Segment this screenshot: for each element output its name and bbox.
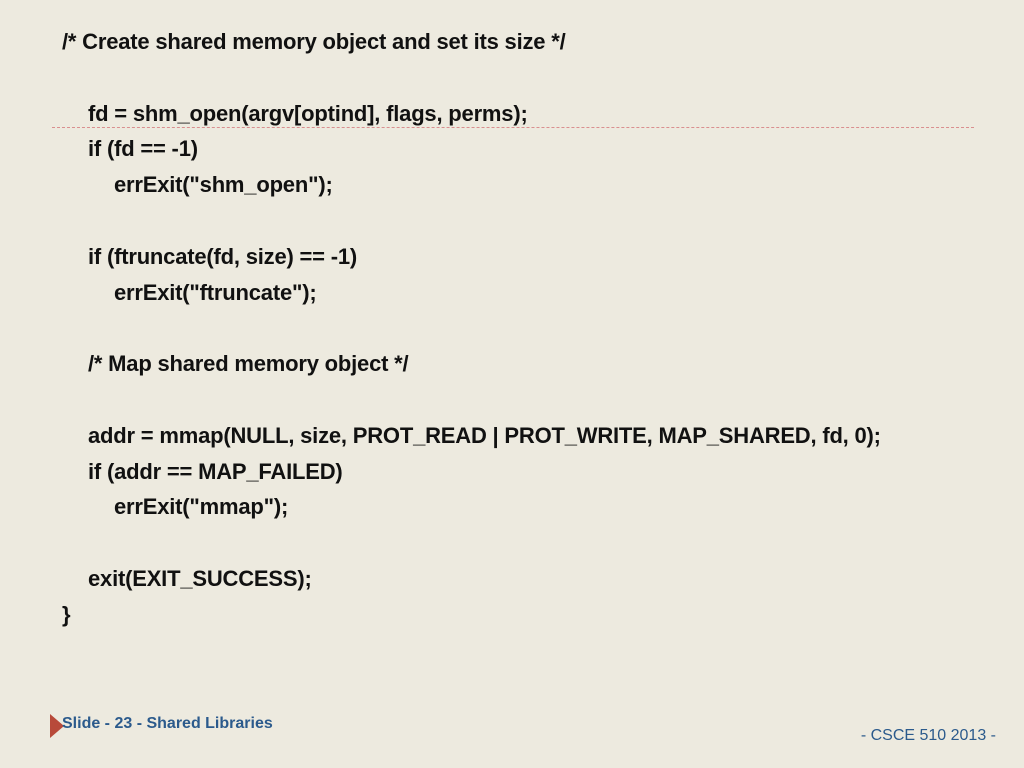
code-blank-line <box>62 203 881 239</box>
footer-slide-label: Slide - 23 - Shared Libraries <box>50 714 273 738</box>
footer-left-text: Slide - 23 - Shared Libraries <box>62 715 273 732</box>
code-blank-line <box>62 310 881 346</box>
dashed-divider <box>52 127 974 128</box>
footer-course-label: - CSCE 510 2013 - <box>860 727 996 744</box>
code-block: /* Create shared memory object and set i… <box>62 24 881 633</box>
code-line: } <box>62 601 71 627</box>
code-blank-line <box>62 60 881 96</box>
triangle-right-icon <box>50 714 64 738</box>
code-line: addr = mmap(NULL, size, PROT_READ | PROT… <box>88 422 881 448</box>
code-line: errExit("mmap"); <box>114 494 289 520</box>
code-line: errExit("shm_open"); <box>114 172 333 198</box>
code-line: fd = shm_open(argv[optind], flags, perms… <box>88 100 528 126</box>
code-line: if (fd == -1) <box>88 136 198 162</box>
code-blank-line <box>62 382 881 418</box>
code-line: /* Create shared memory object and set i… <box>62 29 566 54</box>
code-line: if (addr == MAP_FAILED) <box>88 458 343 484</box>
code-line: exit(EXIT_SUCCESS); <box>88 565 312 591</box>
code-line: if (ftruncate(fd, size) == -1) <box>88 243 358 269</box>
code-line: /* Map shared memory object */ <box>88 351 409 377</box>
code-blank-line <box>62 525 881 561</box>
code-line: errExit("ftruncate"); <box>114 279 317 305</box>
